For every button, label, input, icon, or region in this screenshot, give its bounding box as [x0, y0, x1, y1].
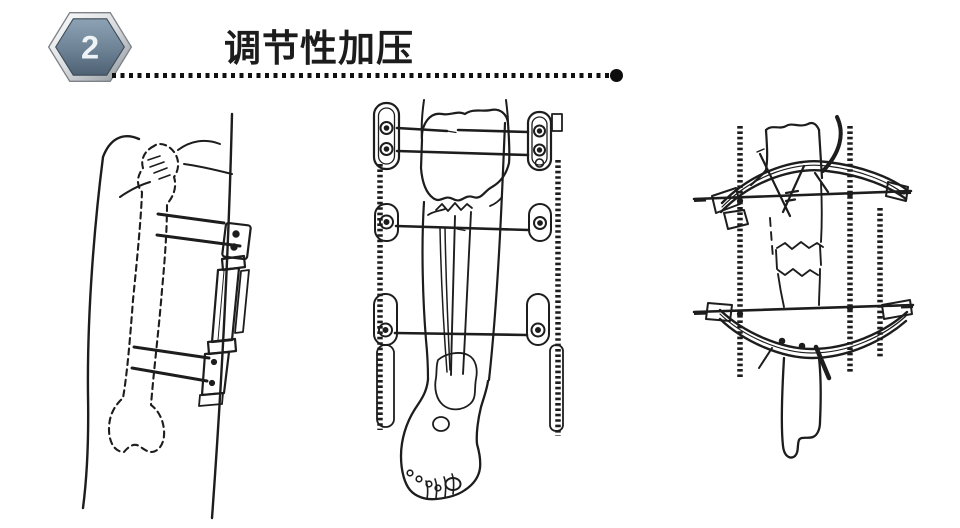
page-title: 调节性加压 — [224, 28, 414, 69]
lower-leg-bilateral-external-fixator-illustration — [350, 98, 590, 528]
femur-unilateral-external-fixator-illustration — [66, 100, 296, 520]
divider-end-dot-icon — [610, 69, 623, 82]
bone-double-arc-external-fixator-illustration — [682, 100, 922, 520]
badge-number: 2 — [81, 29, 99, 65]
dotted-divider — [112, 73, 612, 78]
hexagon-badge: 2 — [47, 12, 133, 82]
badge-face — [55, 18, 125, 76]
